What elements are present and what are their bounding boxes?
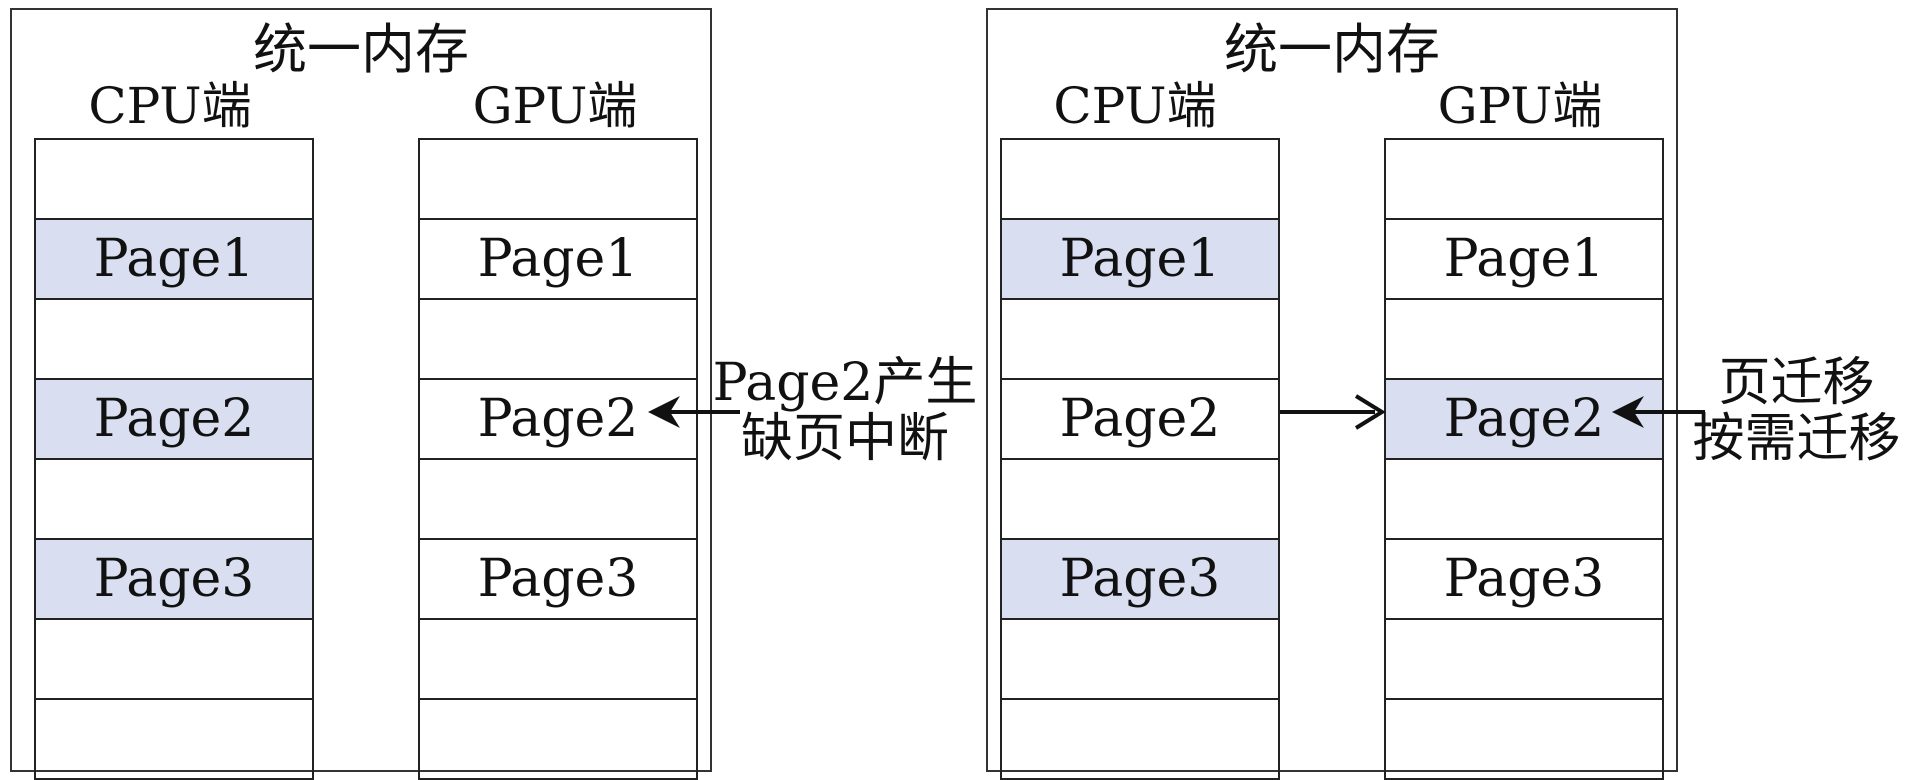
empty-page-cell (1386, 460, 1662, 540)
empty-page-cell (1002, 700, 1278, 780)
page-cell-page1: Page1 (1002, 220, 1278, 300)
empty-page-cell (420, 140, 696, 220)
empty-page-cell (1002, 460, 1278, 540)
empty-page-cell (420, 700, 696, 780)
page-cell-page3: Page3 (1002, 540, 1278, 620)
page-cell-page1: Page1 (1386, 220, 1662, 300)
gpu-column-title: GPU端 (1437, 77, 1603, 135)
page-fault-note: Page2产生 缺页中断 (710, 355, 980, 467)
page-cell-page2: Page2 (1386, 380, 1662, 460)
empty-page-cell (420, 620, 696, 700)
empty-page-cell (36, 700, 312, 780)
empty-page-cell (420, 460, 696, 540)
page-cell-page2: Page2 (1002, 380, 1278, 460)
empty-page-cell (1386, 300, 1662, 380)
cpu-column-title: CPU端 (1053, 77, 1217, 135)
cpu-column-title: CPU端 (88, 77, 252, 135)
page-cell-page3: Page3 (36, 540, 312, 620)
page-fault-arrowhead (648, 396, 680, 428)
empty-page-cell (1386, 620, 1662, 700)
migration-arrowhead-right (1612, 396, 1644, 428)
page-fault-line1: Page2产生 (712, 353, 978, 413)
empty-page-cell (36, 140, 312, 220)
page-cell-page1: Page1 (420, 220, 696, 300)
gpu-column-title: GPU端 (472, 77, 638, 135)
empty-page-cell (1386, 700, 1662, 780)
migration-line1: 页迁移 (1718, 353, 1875, 413)
page-cell-page3: Page3 (420, 540, 696, 620)
empty-page-cell (36, 300, 312, 380)
page-cell-page2: Page2 (36, 380, 312, 460)
page-cell-page3: Page3 (1386, 540, 1662, 620)
page-cell-page1: Page1 (36, 220, 312, 300)
page-fault-line2: 缺页中断 (740, 409, 949, 469)
empty-page-cell (1002, 300, 1278, 380)
empty-page-cell (36, 460, 312, 540)
empty-page-cell (1002, 620, 1278, 700)
migration-line2: 按需迁移 (1692, 409, 1901, 469)
panel-title: 统一内存 (253, 18, 469, 81)
page-cell-page2: Page2 (420, 380, 696, 460)
empty-page-cell (36, 620, 312, 700)
empty-page-cell (420, 300, 696, 380)
empty-page-cell (1002, 140, 1278, 220)
empty-page-cell (1386, 140, 1662, 220)
migration-arrowhead-center (1354, 394, 1386, 430)
panel-title: 统一内存 (1224, 18, 1440, 81)
migration-note: 页迁移 按需迁移 (1680, 355, 1913, 467)
